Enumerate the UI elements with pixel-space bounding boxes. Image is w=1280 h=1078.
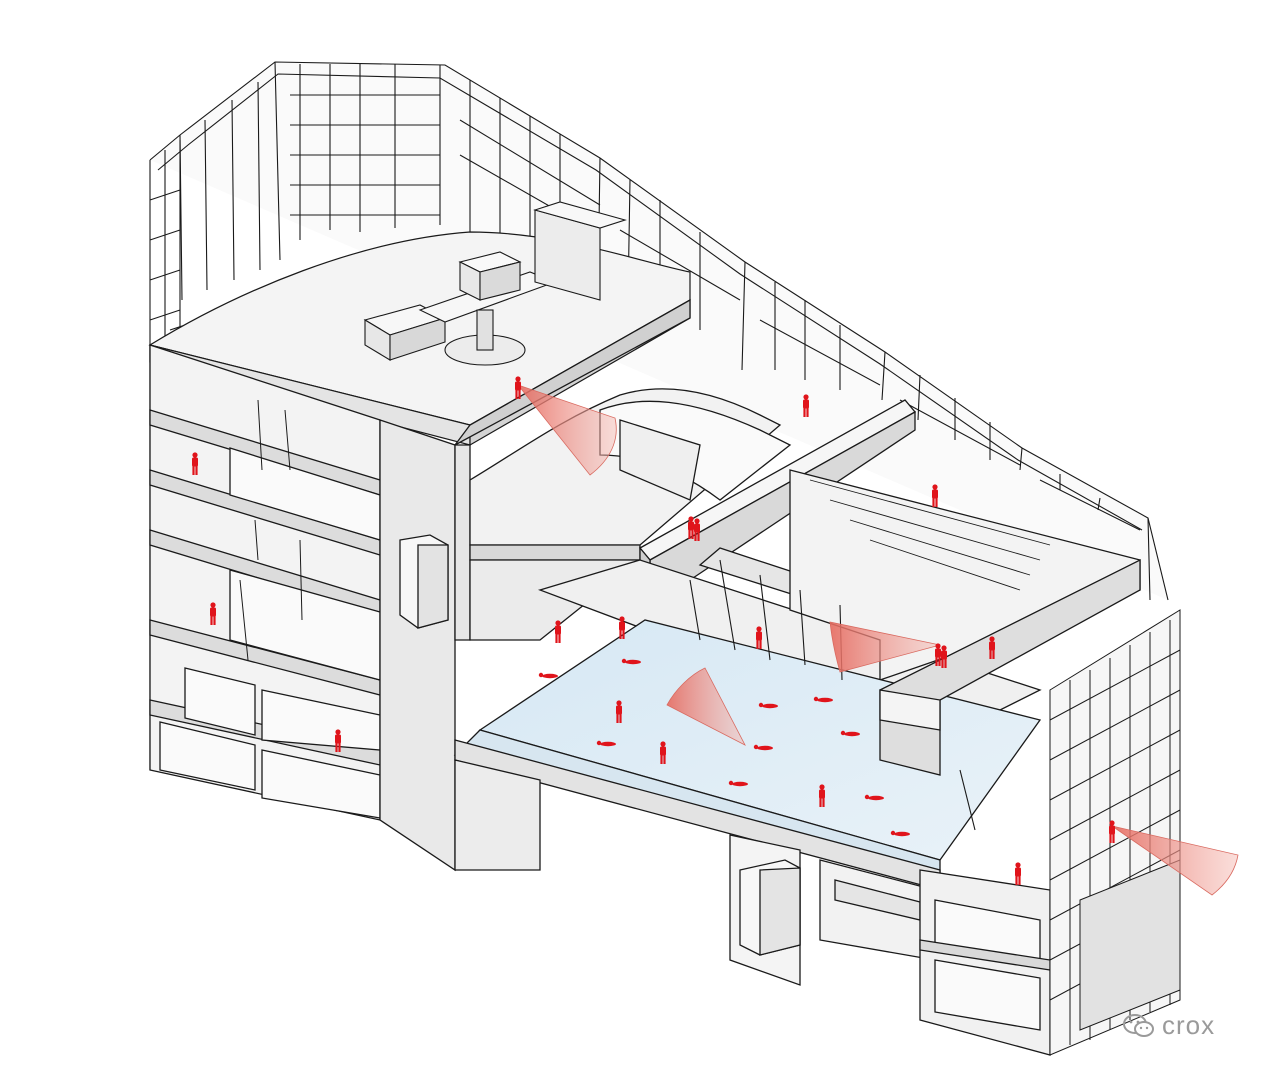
circulation-core — [379, 419, 456, 872]
pool-hall — [453, 469, 1141, 891]
lower-levels — [454, 759, 1051, 1056]
view-cone-exterior — [1111, 825, 1239, 896]
bridge — [638, 399, 917, 581]
view-cone-roof — [516, 384, 617, 476]
person-figure — [932, 484, 938, 507]
right-facade-screen — [1049, 609, 1181, 1056]
view-cones — [516, 384, 1239, 896]
left-tower — [149, 344, 381, 821]
view-cone-pool — [666, 667, 746, 746]
view-cone-gallery — [829, 621, 941, 673]
roof-pavilion — [363, 201, 627, 366]
middle-block — [454, 298, 792, 641]
person-figure — [555, 620, 561, 643]
person-figure — [1015, 862, 1021, 885]
wechat-icon — [1123, 1013, 1154, 1037]
watermark: crox — [1122, 1010, 1215, 1041]
swimmer-figure — [538, 672, 558, 679]
watermark-text: crox — [1162, 1010, 1216, 1040]
